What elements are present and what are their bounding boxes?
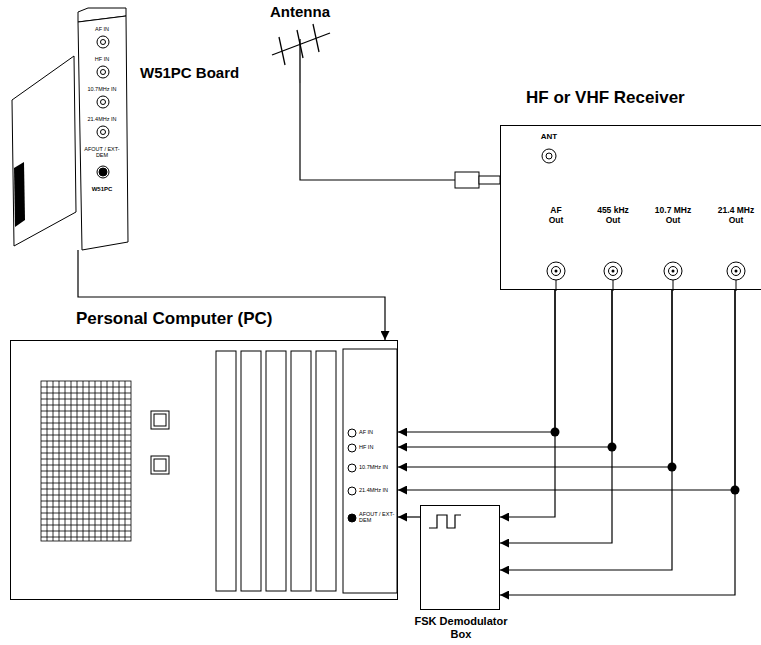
speaker-grille xyxy=(41,381,131,541)
signal-connector xyxy=(500,290,672,570)
port-label: ANT xyxy=(534,132,564,141)
bnc-connector xyxy=(97,36,109,48)
bracket xyxy=(78,16,128,250)
port-label: 21.4MHz IN xyxy=(359,487,395,493)
signal-connector xyxy=(398,290,672,467)
signal-connector xyxy=(500,290,612,543)
connector-ring xyxy=(552,267,561,276)
port-label: AFOUT / EXT-DEM xyxy=(359,511,395,524)
antenna-title: Antenna xyxy=(250,3,350,20)
board-name: W51PC xyxy=(80,186,124,193)
output-stub xyxy=(613,280,614,291)
connector-pin xyxy=(735,270,738,273)
pc-box: Personal Computer (PC)AF INHF IN10.7MHz … xyxy=(10,340,398,600)
antenna-connector xyxy=(542,149,556,163)
panel-connector xyxy=(348,514,356,522)
connector-pin xyxy=(672,270,675,273)
receiver-title: HF or VHF Receiver xyxy=(526,88,761,108)
port-label: AFOUT / EXT-DEM xyxy=(82,146,122,159)
expansion-slot xyxy=(216,351,236,591)
node-outline xyxy=(421,506,499,609)
expansion-slot xyxy=(291,351,311,591)
output-connector xyxy=(604,262,622,280)
drive-slot xyxy=(154,414,166,426)
square-wave-symbol xyxy=(429,515,461,528)
expansion-slot xyxy=(316,351,336,591)
port-label: HF IN xyxy=(80,56,124,62)
signal-connector xyxy=(398,290,735,490)
bnc-connector xyxy=(97,166,109,178)
port-label: HF IN xyxy=(359,444,395,450)
signal-connector xyxy=(398,290,555,432)
demodulator-title: FSK Demodulator Box xyxy=(406,615,516,640)
board-panel xyxy=(343,349,397,593)
bnc-center xyxy=(99,168,107,176)
connector-ring xyxy=(609,267,618,276)
drive-bay xyxy=(151,456,169,474)
signal-connector xyxy=(398,516,420,517)
connector-pin xyxy=(555,270,558,273)
bnc-connector xyxy=(97,66,109,78)
node-outline xyxy=(11,341,397,599)
drive-slot xyxy=(154,459,166,471)
expansion-slot xyxy=(266,351,286,591)
bnc-center xyxy=(101,70,106,75)
signal-connector xyxy=(300,83,500,180)
output-label: AF Out xyxy=(545,206,567,226)
expansion-slot xyxy=(241,351,261,591)
pc-board: W51PC BoardAF INHF IN10.7MHz IN21.4MHz I… xyxy=(10,8,135,250)
output-connector xyxy=(547,262,565,280)
antenna: Antenna xyxy=(250,3,350,83)
output-label: 455 kHz Out xyxy=(591,206,635,226)
card-body xyxy=(12,56,76,246)
antenna-symbol xyxy=(272,24,330,83)
output-stub xyxy=(556,280,557,291)
output-connector xyxy=(664,262,682,280)
signal-connector xyxy=(398,290,612,447)
pc-title: Personal Computer (PC) xyxy=(76,309,376,329)
signal-connector xyxy=(500,290,555,517)
output-label: 21.4 MHz Out xyxy=(713,206,759,226)
bnc-center xyxy=(101,40,106,45)
bnc-connector xyxy=(97,126,109,138)
node-outline xyxy=(10,8,135,250)
panel-connector xyxy=(348,444,356,452)
panel-connector xyxy=(348,464,356,472)
port-label: 10.7MHz IN xyxy=(359,464,395,470)
output-connector xyxy=(727,262,745,280)
port-label: AF IN xyxy=(359,429,395,435)
bnc-center xyxy=(101,100,106,105)
output-label: 10.7 MHz Out xyxy=(649,206,697,226)
junction-dots xyxy=(551,428,740,495)
bnc-connector xyxy=(97,96,109,108)
bnc-center xyxy=(101,130,106,135)
connector-pin xyxy=(612,270,615,273)
coax-plug xyxy=(455,172,500,188)
port-label: 21.4MHz IN xyxy=(80,116,124,122)
demodulator-box: FSK Demodulator Box xyxy=(420,505,500,610)
output-stub xyxy=(673,280,674,291)
drive-bay xyxy=(151,411,169,429)
port-label: 10.7MHz IN xyxy=(80,86,124,92)
edge-connector xyxy=(14,162,25,227)
panel-connector xyxy=(348,487,356,495)
connector-center xyxy=(546,153,552,159)
port-label: AF IN xyxy=(80,26,124,32)
board-title: W51PC Board xyxy=(140,64,265,81)
output-stub xyxy=(736,280,737,291)
connector-ring xyxy=(732,267,741,276)
signal-connector xyxy=(500,290,735,595)
connector-ring xyxy=(669,267,678,276)
receiver-box: HF or VHF ReceiverANTAF Out455 kHz Out10… xyxy=(500,125,761,290)
panel-connector xyxy=(348,429,356,437)
